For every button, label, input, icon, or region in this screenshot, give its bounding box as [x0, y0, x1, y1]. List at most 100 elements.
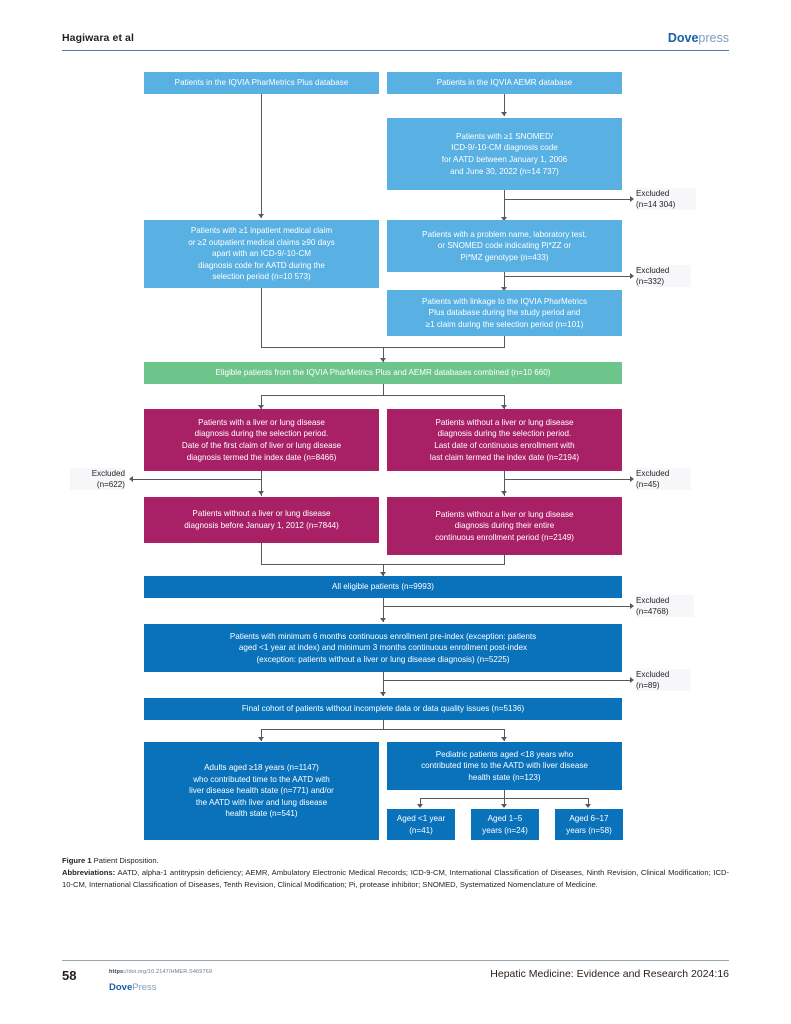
excluded-622-label: Excluded (n=622)	[70, 468, 125, 490]
page-number: 58	[62, 968, 77, 983]
footer-rule	[62, 960, 729, 961]
connector-excluded-89	[383, 680, 632, 681]
arrow-split-left	[258, 405, 264, 409]
excluded-4768-label: Excluded (n=4768)	[636, 595, 694, 617]
connector-excluded-622	[133, 479, 261, 480]
box-pharmetrics-database: Patients in the IQVIA PharMetrics Plus d…	[144, 72, 379, 94]
connector-right-merge2	[504, 555, 505, 565]
connector-aemr-down	[504, 94, 505, 116]
page-footer: 58 https://doi.org/10.2147/HMER.S469769 …	[62, 960, 729, 1006]
arrow-with-disease-down	[258, 491, 264, 495]
arrow-aemr-down	[501, 112, 507, 116]
connector-final-split-horizontal	[261, 729, 505, 730]
connector-split-right	[504, 395, 505, 409]
dovepress-logo-dove: Dove	[667, 31, 699, 45]
arrow-excluded-4768	[630, 603, 634, 609]
arrow-split-right	[501, 405, 507, 409]
box-linkage: Patients with linkage to the IQVIA PharM…	[387, 290, 622, 336]
box-without-liver-lung-disease: Patients without a liver or lung disease…	[387, 409, 622, 471]
running-head: Hagiwara et al Dovepress	[62, 31, 729, 56]
arrow-excluded-622	[129, 476, 133, 482]
excluded-89-label: Excluded (n=89)	[636, 669, 691, 691]
box-aged-6-to-17-years: Aged 6–17 years (n=58)	[555, 809, 623, 840]
arrow-pediatric-split-3	[585, 804, 591, 808]
connector-pediatric-split-1	[420, 798, 421, 807]
patient-disposition-flowchart: Patients in the IQVIA PharMetrics Plus d…	[70, 72, 696, 840]
box-with-liver-lung-disease: Patients with a liver or lung disease di…	[144, 409, 379, 471]
excluded-332-label: Excluded (n=332)	[636, 265, 691, 287]
arrow-pediatric-split-1	[417, 804, 423, 808]
connector-final-split-right	[504, 729, 505, 741]
connector-pediatric-split-3	[588, 798, 589, 807]
arrow-enrollment-down	[380, 692, 386, 696]
excluded-14304-label: Excluded (n=14 304)	[636, 188, 696, 210]
box-adults-cohort: Adults aged ≥18 years (n=1147) who contr…	[144, 742, 379, 840]
connector-genotype-down	[504, 272, 505, 292]
box-no-diagnosis-before-2012: Patients without a liver or lung disease…	[144, 497, 379, 543]
connector-split-horizontal	[261, 395, 505, 396]
journal-citation: Hepatic Medicine: Evidence and Research …	[490, 968, 729, 980]
connector-all-eligible-down	[383, 598, 384, 622]
arrow-pharmetrics-down	[258, 214, 264, 218]
footer-dovepress-logo[interactable]: DovePress	[109, 982, 157, 993]
box-aged-1-to-5-years: Aged 1–5 years (n=24)	[471, 809, 539, 840]
doi-link[interactable]: https://doi.org/10.2147/HMER.S469769	[109, 969, 212, 975]
box-pediatric-cohort: Pediatric patients aged <18 years who co…	[387, 742, 622, 790]
connector-left-merge2	[261, 543, 262, 565]
connector-final-split-left	[261, 729, 262, 741]
dovepress-logo-press: press	[698, 31, 729, 45]
arrow-final-split-right	[501, 737, 507, 741]
connector-linkage-to-merge	[504, 336, 505, 348]
connector-final-down	[383, 720, 384, 730]
connector-excluded-14304	[504, 199, 632, 200]
box-aged-under-1-year: Aged <1 year (n=41)	[387, 809, 455, 840]
connector-excluded-45	[504, 479, 632, 480]
box-aemr-database: Patients in the IQVIA AEMR database	[387, 72, 622, 94]
box-all-eligible-patients: All eligible patients (n=9993)	[144, 576, 622, 598]
connector-claims-to-merge	[261, 288, 262, 348]
arrow-excluded-14304	[630, 196, 634, 202]
connector-enrollment-down	[383, 672, 384, 696]
doi-prefix: https:	[109, 969, 126, 975]
box-continuous-enrollment: Patients with minimum 6 months continuou…	[144, 624, 622, 672]
dovepress-logo: Dovepress	[668, 31, 729, 45]
box-final-cohort: Final cohort of patients without incompl…	[144, 698, 622, 720]
connector-split-left	[261, 395, 262, 409]
arrow-without-disease-down	[501, 491, 507, 495]
box-claims-aatd: Patients with ≥1 inpatient medical claim…	[144, 220, 379, 288]
connector-eligible-down	[383, 384, 384, 396]
arrow-merge-down	[380, 358, 386, 362]
arrow-excluded-45	[630, 476, 634, 482]
connector-excluded-4768	[383, 606, 632, 607]
abbreviations-text: AATD, alpha-1 antitrypsin deficiency; AE…	[62, 868, 729, 889]
arrow-excluded-332	[630, 273, 634, 279]
running-head-rule	[62, 50, 729, 51]
abbreviations-block: Abbreviations: AATD, alpha-1 antitrypsin…	[62, 867, 729, 890]
connector-pediatric-down	[504, 790, 505, 799]
connector-excluded-332	[504, 276, 632, 277]
connector-pediatric-split-2	[504, 798, 505, 807]
figure-caption-line: Figure 1 Patient Disposition.	[62, 855, 729, 866]
arrow-merge2-down	[380, 572, 386, 576]
arrow-snomed-to-genotype	[501, 217, 507, 221]
arrow-genotype-to-linkage	[501, 287, 507, 291]
connector-without-disease-down	[504, 471, 505, 496]
arrow-final-split-left	[258, 737, 264, 741]
connector-merge2-down	[383, 564, 384, 576]
figure-caption: Figure 1 Patient Disposition. Abbreviati…	[62, 855, 729, 890]
abbreviations-label: Abbreviations:	[62, 868, 116, 878]
connector-snomed-down	[504, 190, 505, 222]
connector-with-disease-down	[261, 471, 262, 496]
excluded-45-label: Excluded (n=45)	[636, 468, 691, 490]
figure-title: Patient Disposition.	[93, 856, 159, 865]
arrow-all-eligible-down	[380, 618, 386, 622]
figure-label: Figure 1	[62, 856, 92, 865]
connector-pharmetrics-down	[261, 94, 262, 218]
box-genotype: Patients with a problem name, laboratory…	[387, 220, 622, 272]
arrow-excluded-89	[630, 677, 634, 683]
box-snomed-diagnosis: Patients with ≥1 SNOMED/ ICD-9/-10-CM di…	[387, 118, 622, 190]
box-no-diagnosis-entire-period: Patients without a liver or lung disease…	[387, 497, 622, 555]
connector-merge-down	[383, 347, 384, 362]
arrow-pediatric-split-2	[501, 804, 507, 808]
